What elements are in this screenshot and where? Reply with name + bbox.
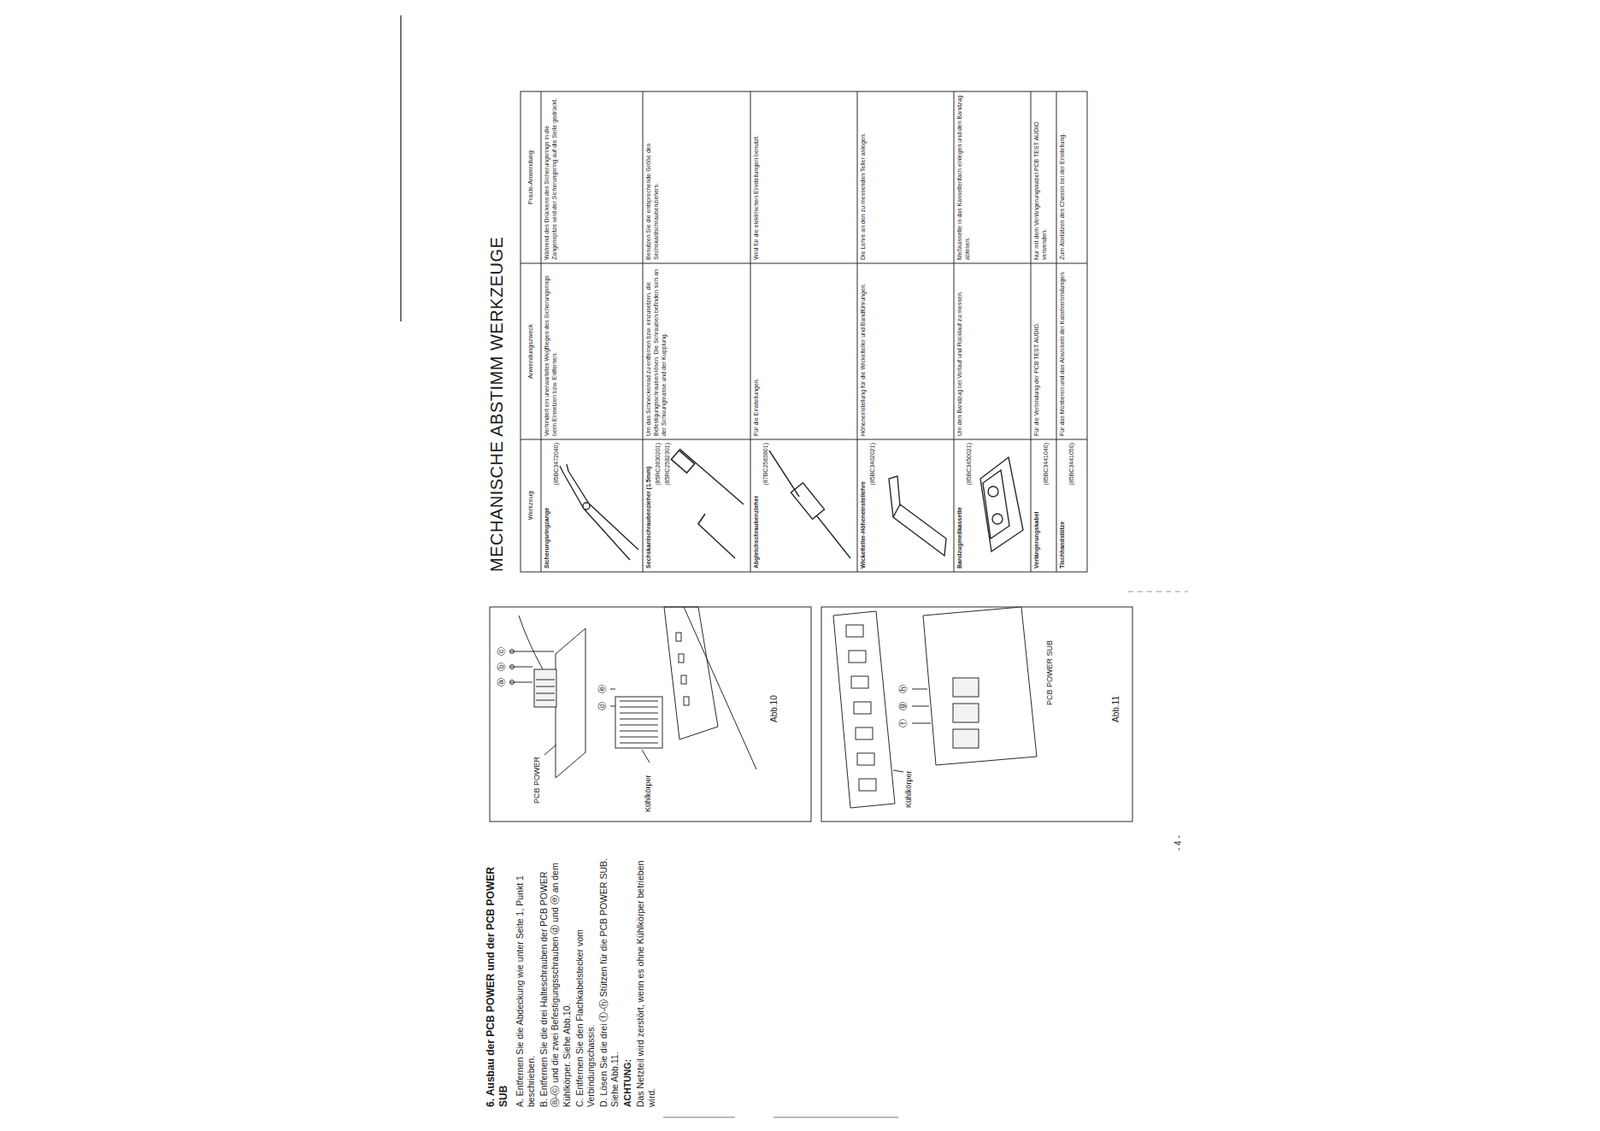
part-number: (85BC3441040) (1042, 442, 1051, 569)
part-number: (85BC3441050) (1068, 442, 1077, 569)
rotated-page: MECHANISCHE ABSTIMM WERKZEUGE 6. Ausbau d… (474, 81, 1210, 1107)
illustrations (474, 81, 1210, 1107)
table-header: Anwendungszweck (526, 263, 535, 440)
pcb-board (923, 606, 1037, 765)
table-cell: Für das Montieren und das Abwickeln der … (1058, 266, 1067, 436)
table-cell: Wird für die elektrischen Einstellungen … (752, 94, 761, 260)
scan-line (1128, 591, 1189, 593)
leader-line (893, 770, 904, 772)
leader-line (641, 749, 650, 763)
table-header: Praxis-Anwendung (526, 91, 535, 264)
chassis (664, 606, 757, 770)
part-number: (85RC2582301) (664, 442, 672, 569)
section-heading: 6. Ausbau der PCB POWER und der PCB POWE… (484, 857, 511, 1107)
margin-line (400, 15, 402, 322)
capacitor-blocks (952, 677, 979, 748)
part-label: PCB POWER SUB (1045, 640, 1055, 706)
tool-name: Sicherungsringzange (543, 442, 552, 569)
table-cell: Um das Schneckenrad zu entfernen bzw. ei… (645, 266, 668, 436)
instruction-step: B. Entfernen Sie die drei Halteschrauben… (538, 857, 572, 1107)
figure-caption: Abb.11 (1111, 695, 1123, 723)
leader-line (544, 744, 557, 755)
table-cell: Für die Einstellungen. (752, 266, 761, 436)
table-grid (520, 91, 1088, 572)
heatsink-symbol (615, 696, 663, 748)
tool-name: Verlängerungskabel (1033, 442, 1042, 569)
table-cell: Verhindert ein unerwartetes Wegfliegen d… (543, 266, 559, 436)
table-header: Werkzeug (526, 439, 535, 572)
figure-frame (821, 606, 1133, 822)
page-title: MECHANISCHE ABSTIMM WERKZEUGE (486, 236, 508, 572)
callout-number: ⓑ (496, 662, 508, 671)
warning-text: Das Netzteil wird zerstört, wenn es ohne… (635, 857, 658, 1107)
part-label: Kühlkörper (904, 770, 914, 808)
tool-name: Abgleichschraubenzieher (752, 442, 761, 569)
part-label: Kühlkörper (643, 774, 653, 812)
table-cell: Die Lehre an den zu messenden Teller anl… (859, 94, 868, 260)
page-number: - 4 - (1173, 835, 1185, 851)
tool-name: Sechskantschraubenzieher (1.5mm) (645, 442, 653, 569)
table-cell: Um den Bandzug bei Vorlauf und Rücklauf … (956, 266, 965, 436)
callout-number: ⓖ (898, 701, 910, 711)
figure-frame (489, 606, 812, 822)
table-cell: Für die Verbindung der PCB TEST AUDIO. (1033, 266, 1042, 436)
table-cell: Nur mit dem Verlängerungskabel PCB TEST … (1033, 94, 1049, 260)
instruction-step: A. Entfernen Sie die Abdeckung wie unter… (514, 857, 537, 1107)
table-cell: Während des Drückens des Sicherungsrings… (543, 94, 559, 260)
table-cell: Höheneinstellung für die Wickelteller un… (859, 266, 868, 436)
heatsink-bracket (833, 611, 895, 808)
table-cell: Meßkassette in das Kassettenfach einlege… (956, 94, 972, 260)
table-cell: Benutzen Sie die entsprechende Größe des… (645, 94, 661, 260)
gauge-drawing (888, 476, 947, 556)
instruction-column: 6. Ausbau der PCB POWER und der PCB POWE… (484, 857, 660, 1107)
scan-line (773, 1117, 899, 1118)
table-cell: Zum Abstützen des Chassis bei der Einste… (1058, 94, 1067, 260)
scan-line (663, 1117, 736, 1118)
part-number: (85BC3402021) (869, 442, 877, 569)
tool-name: Tischhandstütze (1058, 442, 1067, 569)
part-number: (85BC3472040) (552, 442, 561, 569)
instruction-step: D. Lösen Sie die drei ⓕ-ⓗ Stützen für di… (598, 857, 621, 1107)
callout-number: ⓕ (898, 718, 910, 728)
callout-number: ⓓ (597, 701, 609, 711)
screwdriver-drawing (769, 450, 851, 559)
callout-number: ⓔ (597, 684, 609, 694)
figure-caption: Abb.10 (769, 694, 781, 723)
part-number: (85RC2830201) (654, 442, 663, 569)
hex-key-drawing (670, 448, 744, 559)
instruction-step: C. Entfernen Sie den Flachkabelstecker v… (574, 857, 597, 1107)
part-number: (85BC3450021) (965, 442, 974, 569)
part-label: PCB POWER (532, 756, 542, 804)
pliers-drawing (559, 464, 639, 560)
transformer-block (518, 615, 557, 707)
tool-name: Bandzugmeßkassette (956, 442, 965, 569)
text-layer: MECHANISCHE ABSTIMM WERKZEUGE 6. Ausbau d… (474, 81, 1210, 1107)
callout-number: ⓗ (898, 684, 910, 694)
cassette-drawing (980, 457, 1024, 552)
callout-number: ⓒ (496, 647, 508, 656)
warning-heading: ACHTUNG: (622, 857, 634, 1107)
pcb-board (555, 628, 586, 778)
tool-name: Wickelteller-Höheneinstellehre (859, 442, 868, 569)
callout-number: ⓐ (496, 677, 508, 687)
part-number: (87BC2583801) (762, 442, 771, 569)
